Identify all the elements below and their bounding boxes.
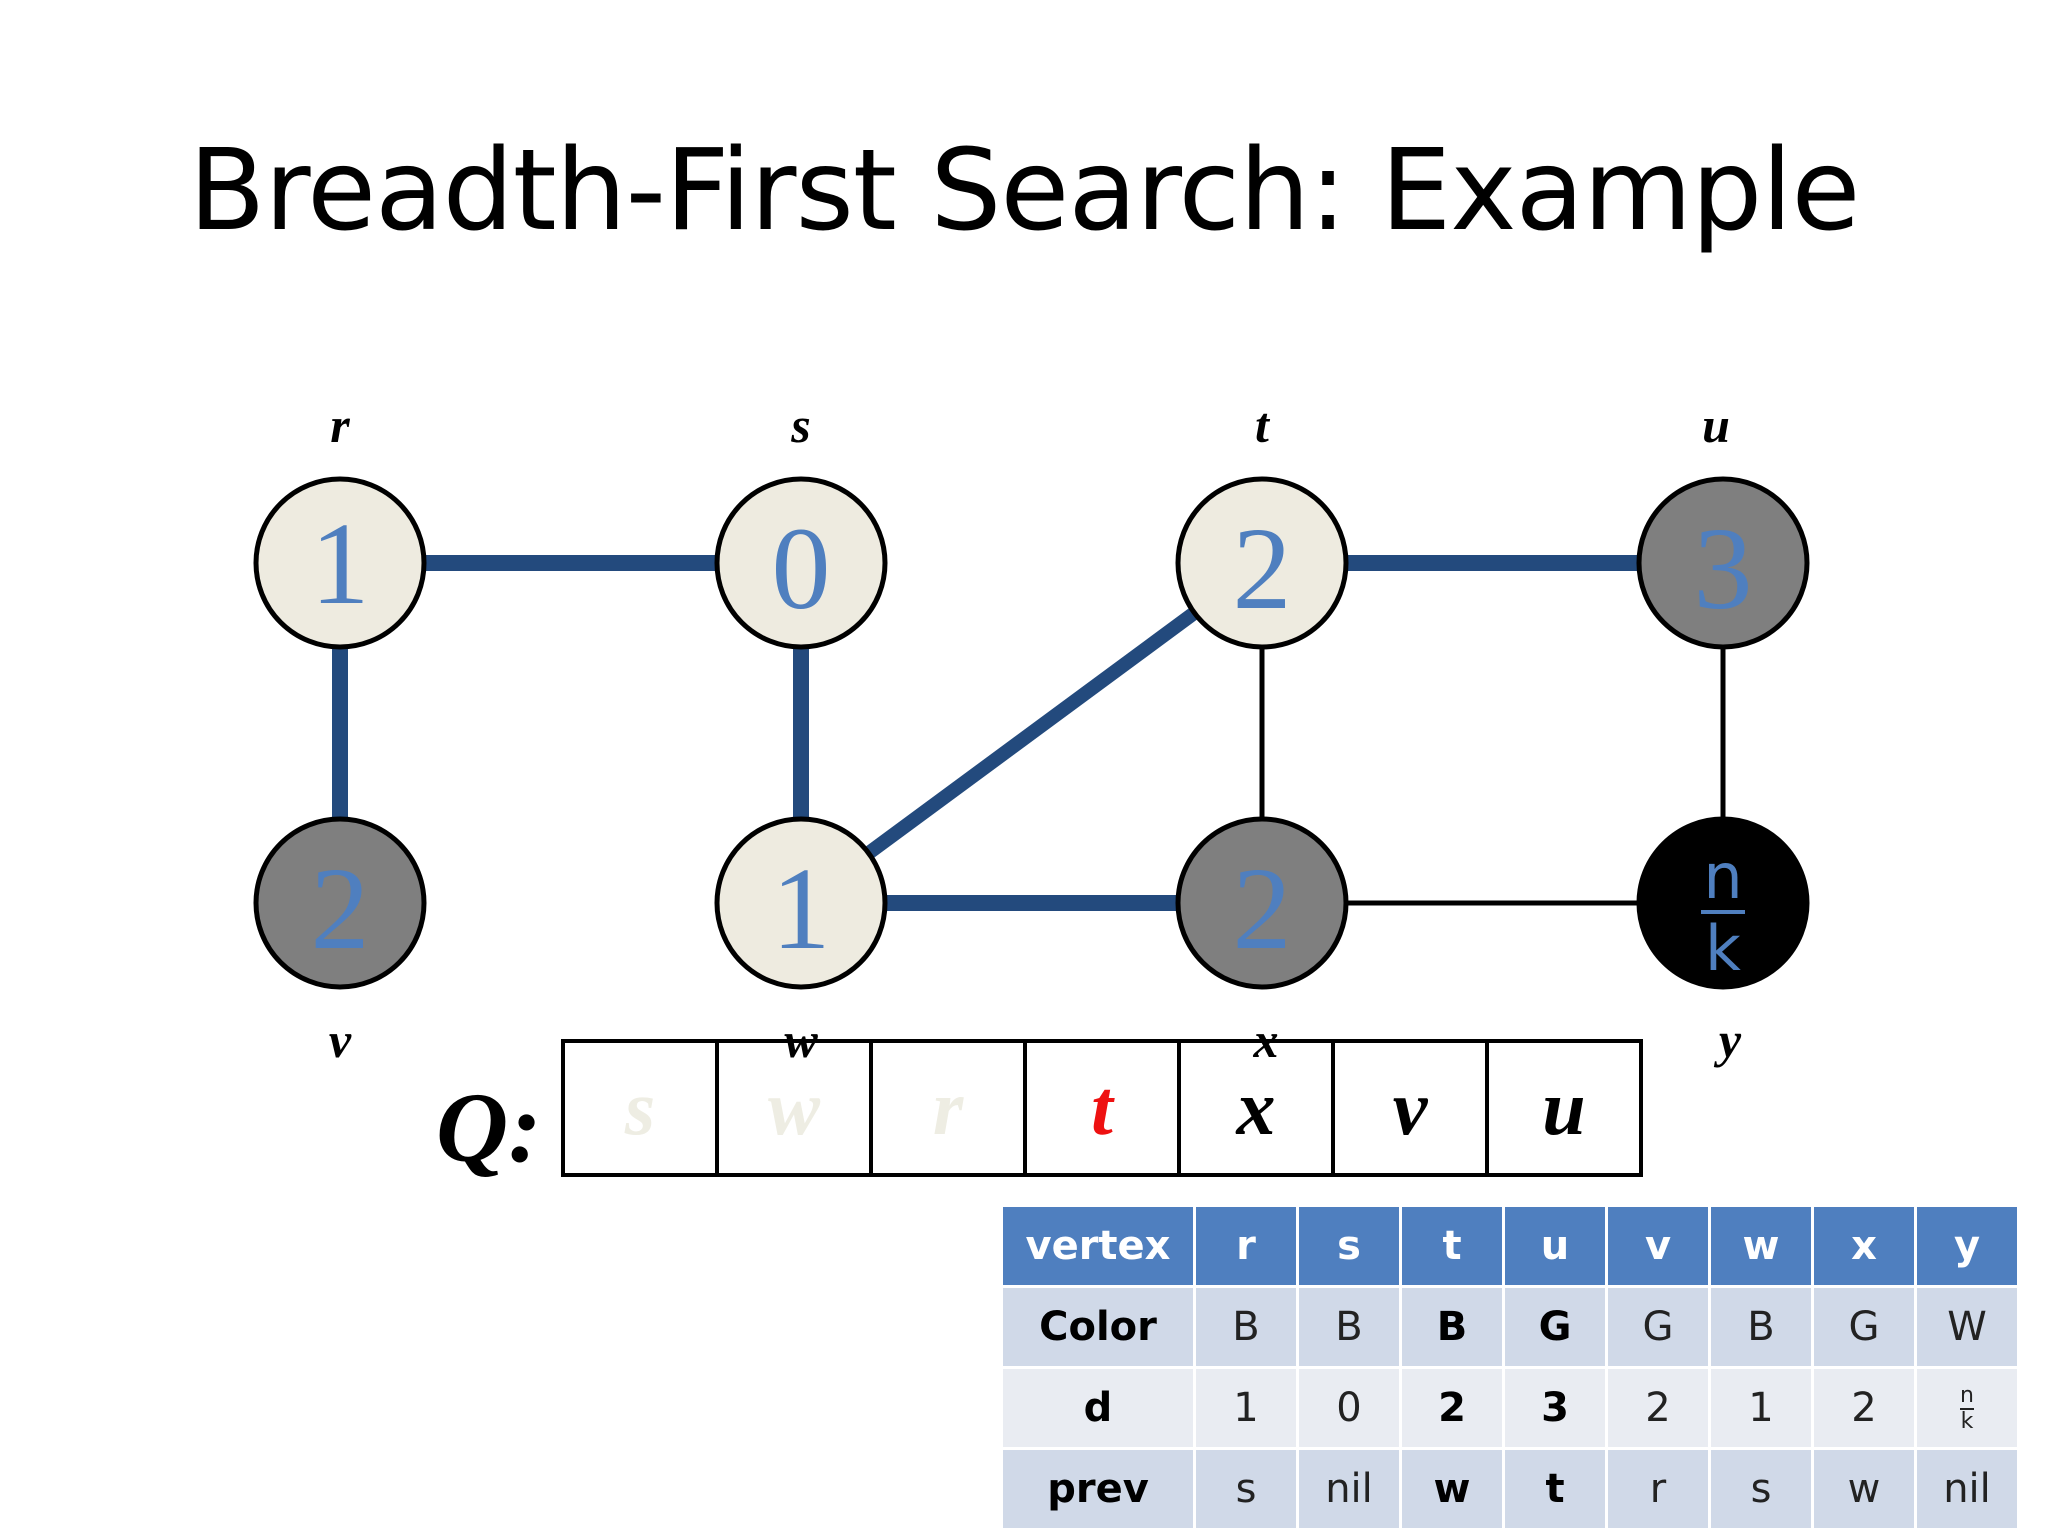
queue-cell: u [1542,1064,1586,1151]
node-y-value: n k [1638,846,1808,980]
node-y [1636,816,1810,990]
vertex-table: vertex r s t u v w x y Color B B B G G B… [1000,1204,2020,1531]
table-cell: B [1296,1285,1402,1369]
table-cell: 2 [1399,1366,1505,1450]
fraction-denominator: k [1960,1408,1974,1434]
node-x-value: 2 [1232,843,1292,974]
table-header-cell: s [1296,1204,1402,1288]
table-cell: w [1399,1447,1505,1531]
slide-title: Breadth-First Search: Example [188,126,1861,256]
node-t-value: 2 [1232,503,1292,634]
table-cell: w [1811,1447,1917,1531]
queue-label: Q: [436,1072,542,1183]
node-w [714,816,888,990]
table-cell: s [1193,1447,1299,1531]
queue-cell: r [873,1043,1027,1173]
node-v [253,816,427,990]
table-cell: B [1708,1285,1814,1369]
table-header-cell: y [1914,1204,2020,1288]
table-row-label: prev [1000,1447,1196,1531]
node-u [1636,476,1810,650]
node-r-value: 1 [310,498,370,629]
table-cell-fraction: n k [1914,1366,2020,1450]
table-cell: nil [1914,1447,2020,1531]
vertex-label-y: y [1718,1012,1742,1068]
table-row-prev: prev s nil w t r s w nil [1000,1447,2020,1531]
table-header-cell: x [1811,1204,1917,1288]
node-s [714,476,888,650]
table-cell: W [1914,1285,2020,1369]
node-y-numerator: n [1701,846,1745,914]
table-cell: 2 [1811,1366,1917,1450]
table-cell: 1 [1708,1366,1814,1450]
node-r [253,476,427,650]
table-cell: B [1193,1285,1299,1369]
table-row-label: Color [1000,1285,1196,1369]
table-cell: B [1399,1285,1505,1369]
queue-cell: w [719,1043,873,1173]
node-y-denominator: k [1705,912,1741,985]
table-header-cell: v [1605,1204,1711,1288]
table-row-d: d 1 0 2 3 2 1 2 n k [1000,1366,2020,1450]
vertex-label-u: u [1702,397,1730,453]
queue-cell: s [565,1043,719,1173]
table-cell: G [1605,1285,1711,1369]
table-row-label: d [1000,1366,1196,1450]
fraction-numerator: n [1960,1382,1974,1410]
table-cell: s [1708,1447,1814,1531]
node-x [1175,816,1349,990]
table-cell: 3 [1502,1366,1608,1450]
table-cell: G [1811,1285,1917,1369]
queue-cell: x [1181,1043,1335,1173]
table-header-cell: t [1399,1204,1505,1288]
table-cell: t [1502,1447,1608,1531]
table-cell: 0 [1296,1366,1402,1450]
table-header-cell: r [1193,1204,1299,1288]
queue-cell-current: t [1027,1043,1181,1173]
queue: s w r t x v u [561,1039,1643,1177]
table-header-cell: vertex [1000,1204,1196,1288]
table-cell: G [1502,1285,1608,1369]
node-s-value: 0 [771,503,831,634]
vertex-label-v: v [328,1012,352,1068]
vertex-label-t: t [1255,397,1269,453]
table-cell: r [1605,1447,1711,1531]
node-t [1175,476,1349,650]
table-cell: 1 [1193,1366,1299,1450]
node-w-value: 1 [771,843,831,974]
node-v-value: 2 [310,843,370,974]
queue-cell: v [1335,1043,1489,1173]
table-cell: nil [1296,1447,1402,1531]
edge-w-t [796,557,1267,909]
table-cell: 2 [1605,1366,1711,1450]
vertex-label-s: s [791,397,811,453]
table-header-cell: w [1708,1204,1814,1288]
table-header-row: vertex r s t u v w x y [1000,1204,2020,1288]
fraction: n k [1960,1382,1974,1434]
vertex-label-r: r [330,397,350,453]
table-header-cell: u [1502,1204,1608,1288]
node-u-value: 3 [1693,503,1753,634]
table-row-color: Color B B B G G B G W [1000,1285,2020,1369]
